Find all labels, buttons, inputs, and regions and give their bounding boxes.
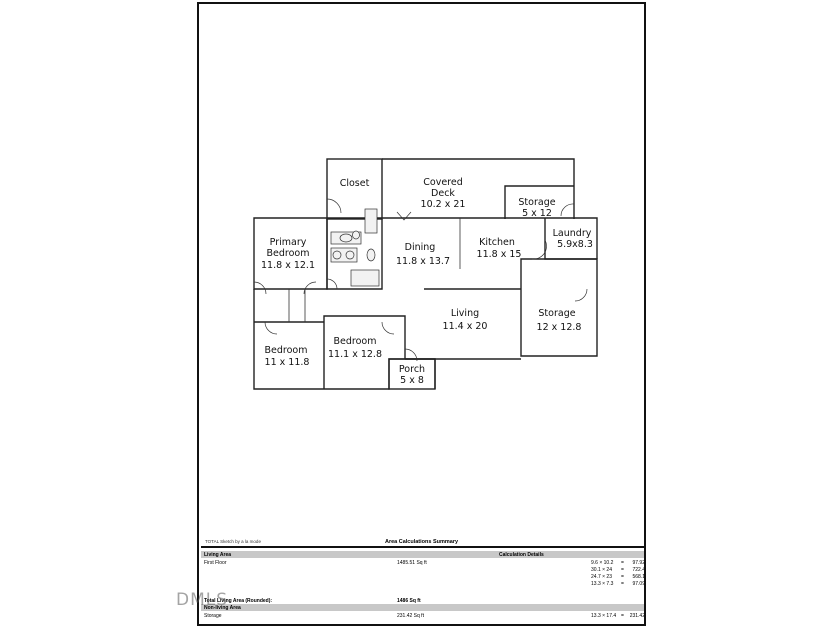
toilet-2-icon (366, 248, 376, 262)
bedroom-2-door-icon (381, 321, 395, 335)
storage-large-dims: 12 x 12.8 (537, 322, 582, 333)
hall-door-icon (303, 281, 317, 295)
calc-eq: = (621, 613, 624, 619)
door-swings (253, 198, 588, 362)
area-summary-table: Living Area Calculation Details First Fl… (201, 546, 644, 624)
bathtub-upper (364, 208, 378, 234)
calc-eq: = (621, 560, 624, 566)
bedroom-3-label: Bedroom (265, 345, 308, 356)
dining-label: Dining (405, 242, 436, 253)
main-top-wall (382, 217, 598, 259)
kitchen-dims: 11.8 x 15 (477, 249, 522, 260)
calc-result: 97.92 (632, 560, 645, 566)
calc-eq: = (621, 581, 624, 587)
bathtub-lower (350, 269, 380, 287)
bath-fixtures (330, 208, 380, 287)
calc-expr: 13.3 × 17.4 (591, 613, 617, 619)
calc-eq: = (621, 574, 624, 580)
calc-result: 231.42 (629, 613, 645, 619)
primary-bedroom-door-icon (253, 281, 267, 295)
bath-walls (326, 219, 383, 290)
calc-expr: 30.1 × 24 (591, 567, 612, 573)
summary-title: Area Calculations Summary (384, 539, 459, 545)
non-living-header-bar (201, 604, 644, 611)
toilet-icon (352, 230, 360, 240)
covered-deck-dims: 10.2 x 21 (421, 199, 466, 210)
covered-deck-walls (382, 158, 575, 219)
sink-right-icon (345, 250, 355, 260)
room-labels: Closet Covered Deck 10.2 x 21 Storage 5 … (261, 177, 593, 386)
software-note: TOTAL Sketch by a la mode (205, 539, 261, 544)
bedroom-3-dims: 11 x 11.8 (265, 357, 310, 368)
closet-walls (326, 158, 383, 220)
laundry-label: Laundry (553, 228, 592, 239)
calc-result: 568.1 (632, 574, 645, 580)
covered-deck-label-line1: Covered (423, 177, 462, 188)
non-living-header: Non-living Area (204, 605, 241, 611)
total-living-label: Total Living Area (Rounded): (204, 598, 273, 604)
storage-label: Storage (204, 613, 222, 619)
closet-label: Closet (340, 178, 370, 189)
bedroom-2-walls (323, 315, 406, 389)
dining-dims: 11.8 x 13.7 (396, 256, 450, 267)
first-floor-label: First Floor (204, 560, 227, 566)
deck-door-icon (396, 211, 412, 221)
calc-expr: 13.3 × 7.3 (591, 581, 614, 587)
calc-details-header: Calculation Details (499, 552, 544, 558)
bedroom-2-dims: 11.1 x 12.8 (328, 349, 382, 360)
floor-plan-sheet: Closet Covered Deck 10.2 x 21 Storage 5 … (197, 2, 646, 626)
storage-small-dims: 5 x 12 (522, 208, 552, 219)
bedroom-3-door-icon (264, 321, 278, 335)
bath-door-icon (326, 278, 338, 290)
living-area-header-bar (201, 551, 644, 558)
closet-door-icon (326, 198, 342, 214)
storage-small-door-icon (560, 203, 575, 217)
storage-large-label: Storage (538, 308, 575, 319)
sink-left-icon (332, 250, 342, 260)
calc-expr: 24.7 × 23 (591, 574, 612, 580)
calc-result: 722.4 (632, 567, 645, 573)
porch-door-icon (404, 348, 418, 362)
laundry-dims: 5.9x8.3 (557, 239, 593, 250)
living-label: Living (451, 308, 479, 319)
storage-small-label: Storage (518, 197, 555, 208)
laundry-door-icon (531, 239, 547, 260)
primary-bedroom-label-line1: Primary (270, 237, 307, 248)
living-area-header: Living Area (204, 552, 232, 558)
storage-small-walls (504, 185, 574, 219)
total-living-value: 1486 Sq ft (397, 598, 421, 604)
calc-eq: = (621, 567, 624, 573)
storage-value: 231.42 Sq ft (397, 613, 424, 619)
hall-closet-lines (288, 289, 306, 322)
porch-label: Porch (399, 364, 425, 375)
kitchen-label: Kitchen (479, 237, 515, 248)
living-dims: 11.4 x 20 (443, 321, 488, 332)
bedroom-2-label: Bedroom (334, 336, 377, 347)
mls-watermark: DMLS (176, 590, 229, 610)
primary-bedroom-label-line2: Bedroom (267, 248, 310, 259)
storage-large-walls (520, 258, 598, 357)
covered-deck-label-line2: Deck (431, 188, 455, 199)
storage-large-door-icon (574, 288, 588, 302)
floor-plan-drawing: Closet Covered Deck 10.2 x 21 Storage 5 … (253, 158, 598, 390)
primary-bedroom-dims: 11.8 x 12.1 (261, 260, 315, 271)
first-floor-value: 1485.51 Sq ft (397, 560, 427, 566)
porch-dims: 5 x 8 (400, 375, 424, 386)
calc-result: 97.09 (632, 581, 645, 587)
sink-icon (339, 233, 353, 243)
calc-expr: 9.6 × 10.2 (591, 560, 614, 566)
